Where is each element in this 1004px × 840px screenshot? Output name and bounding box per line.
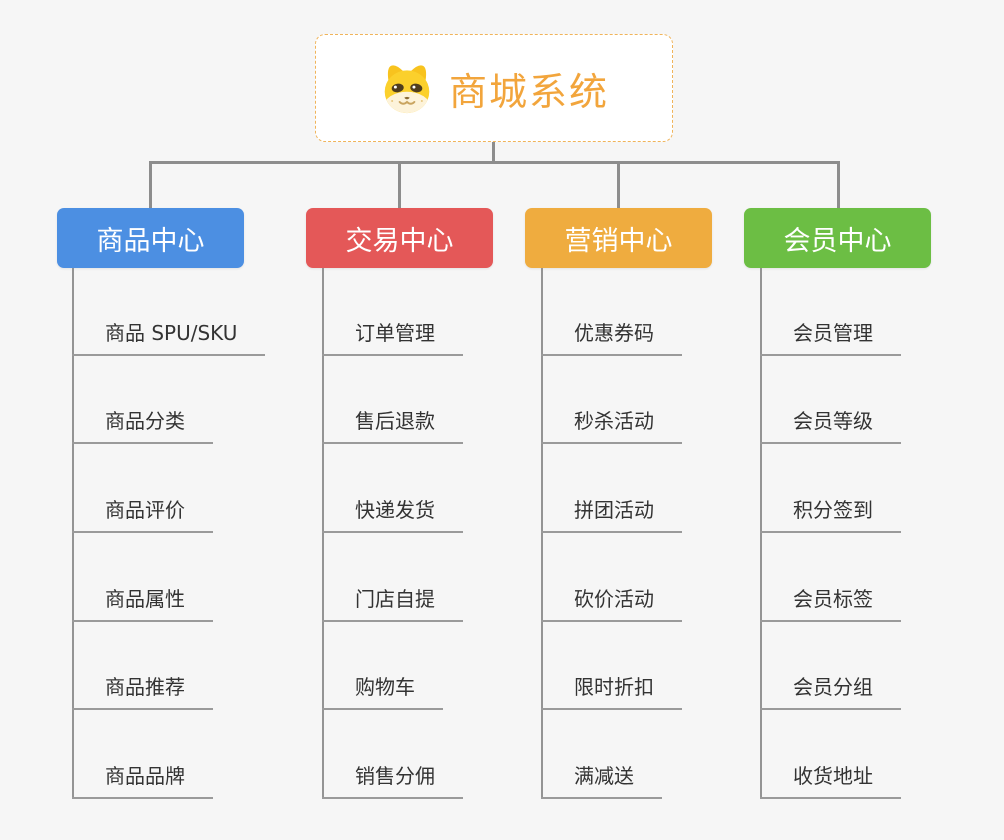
trunk-marketing-center [541,268,543,799]
leaf-item[interactable]: 商品 SPU/SKU [72,320,266,356]
leaf-item[interactable]: 商品属性 [72,586,213,622]
leaf-item[interactable]: 购物车 [322,674,443,710]
branch-member-center[interactable]: 会员中心 [744,208,931,268]
leaf-item[interactable]: 砍价活动 [541,586,682,622]
branch-trade-center[interactable]: 交易中心 [306,208,493,268]
leaf-item[interactable]: 销售分佣 [322,763,463,799]
root-title: 商城系统 [448,69,609,114]
leaf-item[interactable]: 售后退款 [322,408,463,444]
leaf-item[interactable]: 积分签到 [760,497,901,533]
leaf-item[interactable]: 快递发货 [322,497,463,533]
trunk-product-center [72,268,74,799]
branch-marketing-center[interactable]: 营销中心 [525,208,712,268]
leaf-item[interactable]: 会员等级 [760,408,901,444]
leaf-item[interactable]: 会员分组 [760,674,901,710]
connector-horizontal-bar [149,161,840,164]
connector-drop-2 [398,161,401,209]
leaf-item[interactable]: 商品推荐 [72,674,213,710]
leaf-item[interactable]: 商品品牌 [72,763,213,799]
leaf-item[interactable]: 商品分类 [72,408,213,444]
leaf-item[interactable]: 限时折扣 [541,674,682,710]
connector-root-stem [492,142,495,162]
leaf-item[interactable]: 商品评价 [72,497,213,533]
leaf-item[interactable]: 秒杀活动 [541,408,682,444]
connector-drop-4 [837,161,840,209]
leaf-item[interactable]: 拼团活动 [541,497,682,533]
leaf-item[interactable]: 会员标签 [760,586,901,622]
doge-face-icon [379,62,435,114]
leaf-item[interactable]: 门店自提 [322,586,463,622]
leaf-item[interactable]: 收货地址 [760,763,901,799]
branch-product-center[interactable]: 商品中心 [57,208,244,268]
connector-drop-1 [149,161,152,209]
connector-drop-3 [617,161,620,209]
leaf-item[interactable]: 优惠券码 [541,320,682,356]
leaf-item[interactable]: 满减送 [541,763,662,799]
root-node[interactable]: 商城系统 [315,34,673,142]
leaf-item[interactable]: 会员管理 [760,320,901,356]
leaf-item[interactable]: 订单管理 [322,320,463,356]
trunk-trade-center [322,268,324,799]
trunk-member-center [760,268,762,799]
